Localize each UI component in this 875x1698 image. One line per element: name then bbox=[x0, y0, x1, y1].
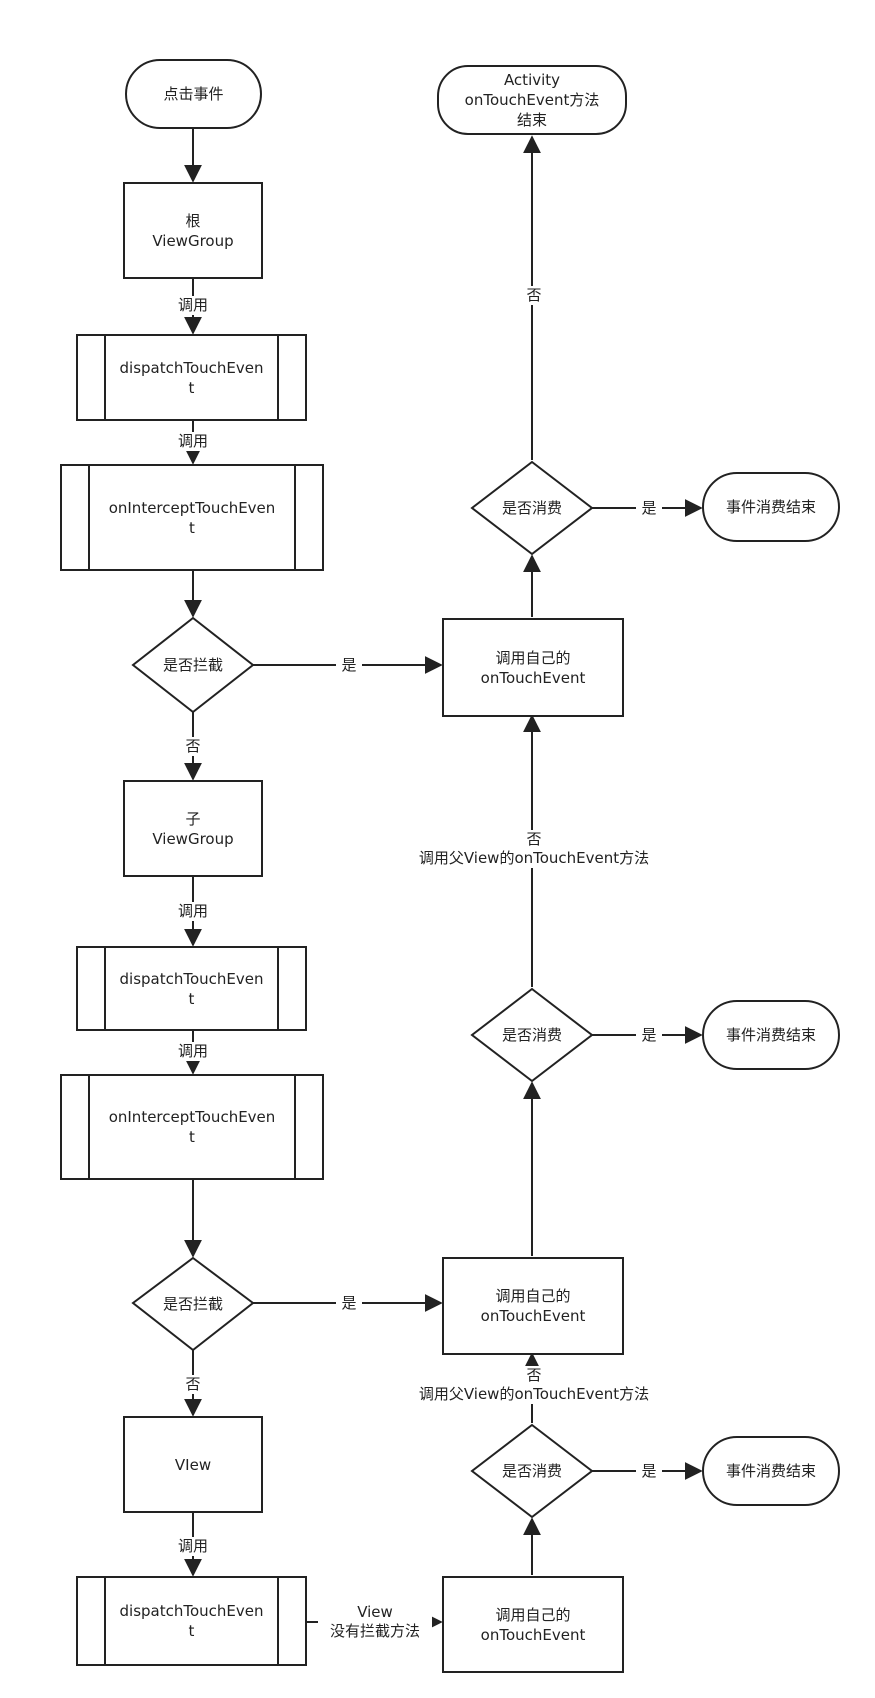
edge-label-yes-consume-mid: 是 bbox=[636, 1026, 662, 1045]
edge-label-yes-intercept-1: 是 bbox=[336, 656, 362, 675]
edge-label-no-parent-mid: 否 调用父View的onTouchEvent方法 bbox=[392, 830, 676, 868]
edge-label-no-2: 否 bbox=[181, 1375, 205, 1394]
dispatch2-label: dispatchTouchEven t bbox=[119, 969, 264, 1008]
decision-consume-top-label: 是否消费 bbox=[501, 499, 562, 517]
edge-label-call-5: 调用 bbox=[173, 1537, 213, 1556]
edge-label-call-3: 调用 bbox=[173, 902, 213, 921]
end-mid-label: 事件消费结束 bbox=[725, 1026, 816, 1044]
edge-label-call-1: 调用 bbox=[173, 296, 213, 315]
ontouch-top-label: 调用自己的 onTouchEvent bbox=[480, 648, 586, 687]
intercept2-subprocess bbox=[60, 1074, 324, 1180]
activity-end-terminal bbox=[437, 65, 627, 135]
edge-label-yes-intercept-2: 是 bbox=[336, 1294, 362, 1313]
edge-label-call-4: 调用 bbox=[173, 1042, 213, 1061]
edge-label-view-no-intercept: View 没有拦截方法 bbox=[318, 1603, 432, 1641]
start-terminal bbox=[125, 59, 262, 129]
edge-label-yes-consume-top: 是 bbox=[636, 499, 662, 518]
decision-intercept1-diamond bbox=[131, 616, 255, 714]
view-box bbox=[123, 1416, 263, 1513]
child-viewgroup-box bbox=[123, 780, 263, 877]
decision-consume-bottom-diamond bbox=[470, 1423, 594, 1519]
intercept1-subprocess bbox=[60, 464, 324, 571]
activity-end-label: Activity onTouchEvent方法 结束 bbox=[464, 71, 600, 129]
dispatch3-subprocess bbox=[76, 1576, 307, 1666]
end-bottom-label: 事件消费结束 bbox=[725, 1462, 816, 1480]
ontouch-mid-box bbox=[442, 1257, 624, 1355]
end-top-terminal bbox=[702, 472, 840, 542]
shapes bbox=[60, 59, 840, 1673]
decision-consume-bottom-label: 是否消费 bbox=[501, 1462, 562, 1480]
dispatch1-subprocess bbox=[76, 334, 307, 421]
decision-consume-mid-diamond bbox=[470, 987, 594, 1083]
ontouch-bottom-label: 调用自己的 onTouchEvent bbox=[480, 1605, 586, 1644]
decision-intercept2-diamond bbox=[131, 1256, 255, 1352]
end-mid-terminal bbox=[702, 1000, 840, 1070]
decision-intercept2-label: 是否拦截 bbox=[162, 1295, 223, 1313]
decision-consume-top-diamond bbox=[470, 460, 594, 556]
decision-intercept1-label: 是否拦截 bbox=[162, 656, 223, 674]
edge-label-no-parent-bottom: 否 调用父View的onTouchEvent方法 bbox=[392, 1366, 676, 1404]
dispatch2-subprocess bbox=[76, 946, 307, 1031]
child-viewgroup-label: 子 ViewGroup bbox=[152, 809, 234, 848]
dispatch3-label: dispatchTouchEven t bbox=[119, 1602, 264, 1640]
ontouch-mid-label: 调用自己的 onTouchEvent bbox=[480, 1287, 586, 1325]
edge-label-no-1: 否 bbox=[181, 737, 205, 756]
ontouch-bottom-box bbox=[442, 1576, 624, 1673]
root-viewgroup-box bbox=[123, 182, 263, 279]
intercept2-label: onInterceptTouchEven t bbox=[108, 1108, 276, 1146]
edge-label-yes-consume-bottom: 是 bbox=[636, 1462, 662, 1481]
intercept1-label: onInterceptTouchEven t bbox=[108, 498, 276, 537]
end-top-label: 事件消费结束 bbox=[725, 498, 816, 516]
ontouch-top-box bbox=[442, 618, 624, 717]
edge-label-call-2: 调用 bbox=[173, 432, 213, 451]
decision-consume-mid-label: 是否消费 bbox=[501, 1026, 562, 1044]
view-label: VIew bbox=[174, 1455, 212, 1474]
dispatch1-label: dispatchTouchEven t bbox=[119, 358, 264, 397]
start-label: 点击事件 bbox=[163, 85, 224, 103]
root-viewgroup-label: 根 ViewGroup bbox=[152, 211, 234, 250]
end-bottom-terminal bbox=[702, 1436, 840, 1506]
edge-label-no-top: 否 bbox=[521, 286, 547, 305]
